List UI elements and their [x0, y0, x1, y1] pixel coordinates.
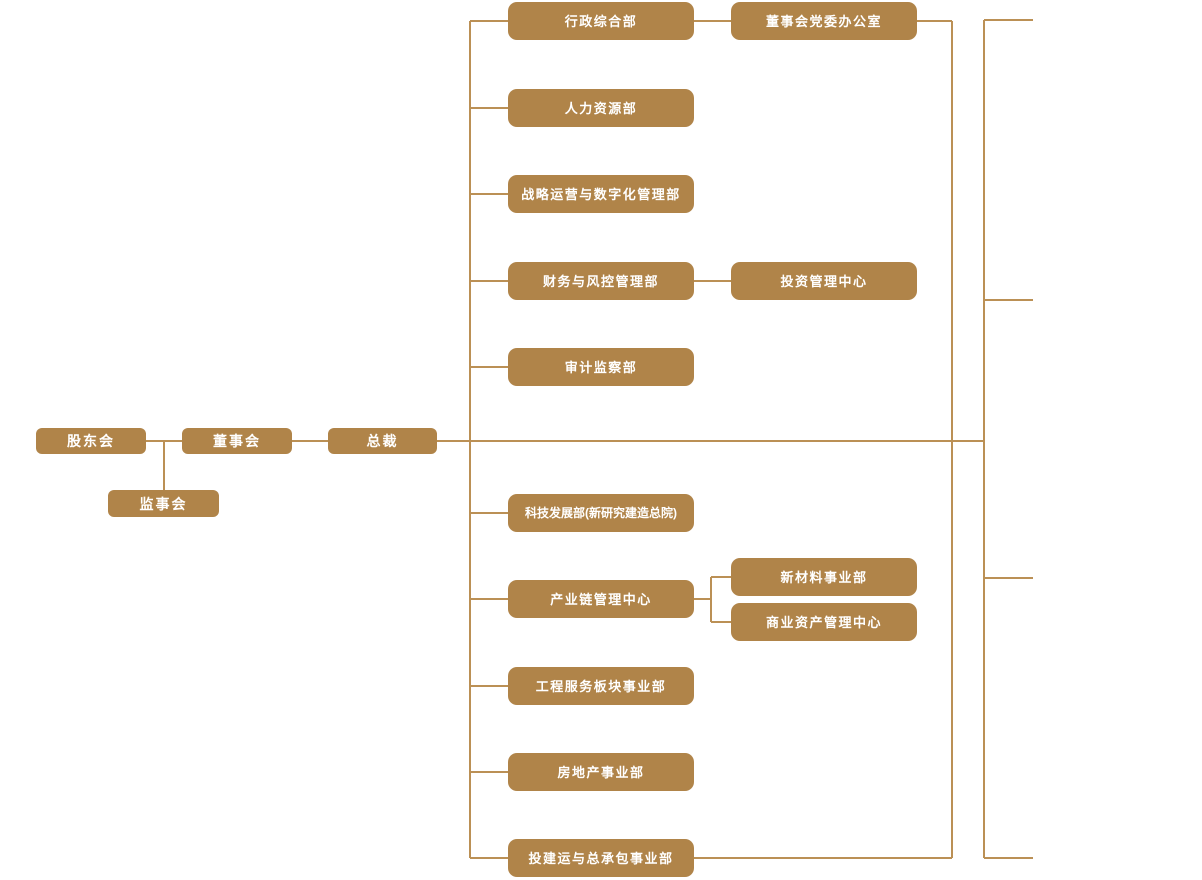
org-node-commercial-assets-center: 商业资产管理中心: [731, 603, 917, 641]
connector-line: [470, 20, 508, 22]
connector-line: [470, 512, 508, 514]
org-node-industry-chain-center: 产业链管理中心: [508, 580, 694, 618]
connector-line: [984, 577, 1033, 579]
connector-line: [710, 577, 712, 622]
connector-line: [984, 19, 1033, 21]
org-node-shareholders-meeting: 股东会: [36, 428, 146, 454]
org-node-finance-risk-dept: 财务与风控管理部: [508, 262, 694, 300]
connector-line: [470, 193, 508, 195]
connector-line: [437, 440, 984, 442]
connector-line: [292, 440, 328, 442]
connector-line: [470, 280, 508, 282]
connector-line: [470, 598, 508, 600]
org-node-investment-center: 投资管理中心: [731, 262, 917, 300]
connector-line: [711, 621, 731, 623]
org-node-epc-division: 投建运与总承包事业部: [508, 839, 694, 877]
org-node-supervisory-board: 监事会: [108, 490, 219, 517]
connector-line: [470, 771, 508, 773]
org-node-engineering-service-division: 工程服务板块事业部: [508, 667, 694, 705]
connector-line: [984, 857, 1033, 859]
connector-line: [984, 299, 1033, 301]
org-node-real-estate-division: 房地产事业部: [508, 753, 694, 791]
org-node-strategy-digital-dept: 战略运营与数字化管理部: [508, 175, 694, 213]
org-node-new-materials-division: 新材料事业部: [731, 558, 917, 596]
connector-line: [951, 21, 953, 858]
connector-line: [470, 857, 508, 859]
connector-line: [694, 20, 731, 22]
org-node-tech-development-dept: 科技发展部(新研究建造总院): [508, 494, 694, 532]
connector-line: [917, 20, 952, 22]
org-node-president: 总裁: [328, 428, 437, 454]
connector-line: [711, 576, 731, 578]
connector-line: [470, 107, 508, 109]
connector-line: [469, 21, 471, 858]
org-node-audit-supervision-dept: 审计监察部: [508, 348, 694, 386]
connector-line: [694, 598, 711, 600]
org-node-board-of-directors: 董事会: [182, 428, 292, 454]
org-node-admin-general-dept: 行政综合部: [508, 2, 694, 40]
connector-line: [694, 857, 952, 859]
connector-line: [983, 20, 985, 858]
connector-line: [470, 366, 508, 368]
connector-line: [470, 685, 508, 687]
org-node-board-party-office: 董事会党委办公室: [731, 2, 917, 40]
connector-line: [694, 280, 731, 282]
connector-line: [163, 441, 165, 490]
org-node-human-resources-dept: 人力资源部: [508, 89, 694, 127]
